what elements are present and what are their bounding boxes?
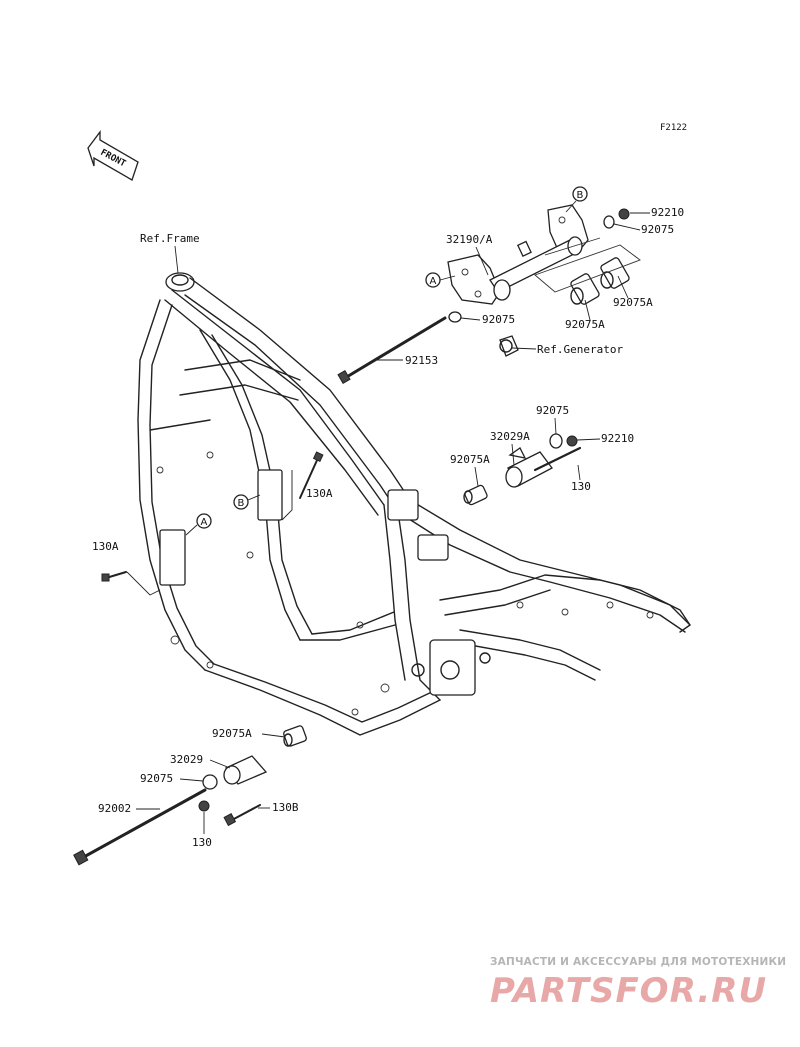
svg-text:A: A (430, 276, 437, 287)
label-ref-frame: Ref.Frame (140, 232, 200, 245)
motorcycle-frame (137, 245, 691, 736)
label-92153: 92153 (405, 354, 438, 367)
label-130-right2: 130 (571, 480, 591, 493)
watermark-tagline: ЗАПЧАСТИ И АКСЕССУАРЫ ДЛЯ МОТОТЕХНИКИ (490, 956, 786, 968)
callout-b-top: B (572, 186, 588, 202)
diagram-code: F2122 (660, 123, 687, 133)
label-92075A-right2: 92075A (450, 453, 490, 466)
svg-text:B: B (238, 498, 245, 509)
label-92075-right2: 92075 (536, 404, 569, 417)
label-92210-top: 92210 (651, 206, 684, 219)
label-32029A: 32029A (490, 430, 530, 443)
watermark-logo-text: PARTSFOR.RU (490, 971, 767, 1011)
label-92075-bottom: 92075 (140, 772, 173, 785)
bolt-130A-mid (299, 451, 324, 499)
lower-engine-mount (73, 725, 307, 866)
label-130B: 130B (272, 801, 299, 814)
callout-b-mid: B (233, 494, 249, 510)
label-32190A: 32190/A (446, 233, 493, 246)
label-32029-bottom: 32029 (170, 753, 203, 766)
middle-engine-mount (463, 433, 582, 506)
svg-text:A: A (201, 517, 208, 528)
callout-a-left: A (196, 513, 212, 529)
label-92002: 92002 (98, 802, 131, 815)
svg-text:B: B (577, 190, 584, 201)
label-130-bottom: 130 (192, 836, 212, 849)
front-arrow-icon: FRONT (87, 130, 139, 181)
upper-engine-mount-bracket (337, 204, 641, 385)
bolt-130A-left (101, 571, 127, 582)
label-92075A-bottom: 92075A (212, 727, 252, 740)
watermark: ЗАПЧАСТИ И АКСЕССУАРЫ ДЛЯ МОТОТЕХНИКИ PA… (490, 956, 786, 1011)
label-130A-left: 130A (92, 540, 119, 553)
callout-a-top: A (425, 272, 441, 288)
label-ref-generator: Ref.Generator (537, 343, 623, 356)
label-92075-top: 92075 (641, 223, 674, 236)
label-92075-mid: 92075 (482, 313, 515, 326)
label-92075A-right: 92075A (613, 296, 653, 309)
label-130A-mid: 130A (306, 487, 333, 500)
label-92075A-left: 92075A (565, 318, 605, 331)
label-92210-right2: 92210 (601, 432, 634, 445)
rubber-damper-92075A-left (570, 273, 600, 305)
